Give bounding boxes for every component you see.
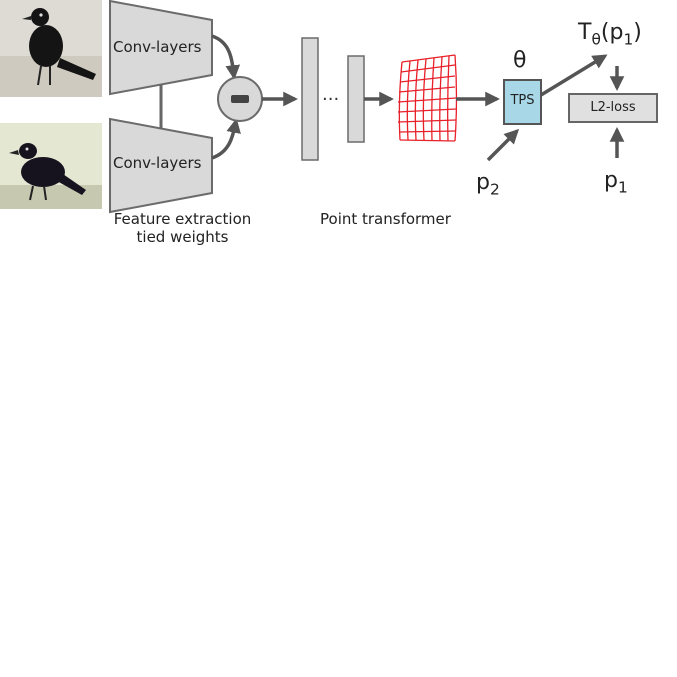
fc-layer-1 — [301, 37, 319, 161]
feature-extraction-caption-line1: Feature extraction — [113, 210, 252, 228]
ellipsis-label: ... — [322, 84, 340, 105]
p2-sub: 2 — [489, 180, 500, 199]
feature-extraction-caption: Feature extraction tied weights — [105, 210, 260, 246]
conv-layers-bottom-label: Conv-layers — [113, 154, 202, 172]
p1-sub: 1 — [617, 178, 628, 197]
p1-p: p — [604, 168, 618, 193]
bird-photo-icon — [0, 0, 102, 97]
fc-layer-2 — [347, 55, 365, 143]
bird-photo-icon — [0, 123, 102, 209]
tps-box — [503, 79, 542, 125]
output-close: ) — [633, 20, 642, 45]
theta-label: θ — [513, 48, 527, 73]
output-open: (p — [600, 20, 624, 45]
conv-layers-top-block — [109, 0, 213, 96]
conv-layers-bottom-block — [109, 117, 213, 214]
minus-icon — [231, 95, 249, 103]
p1-label: p1 — [604, 168, 628, 197]
output-T: T — [578, 20, 592, 45]
subtract-node — [217, 76, 263, 122]
output-transform-label: Tθ(p1) — [578, 20, 642, 49]
output-theta-sub: θ — [591, 30, 601, 49]
tps-label: TPS — [510, 93, 535, 108]
arrow-tps-to-output — [540, 54, 608, 97]
arrow-conv-top-to-subtract — [211, 34, 241, 80]
p2-p: p — [476, 170, 490, 195]
l2-loss-label: L2-loss — [590, 100, 636, 115]
conv-layers-top-label: Conv-layers — [113, 38, 202, 56]
arrow-p2-to-tps — [486, 128, 520, 162]
feature-extraction-caption-line2: tied weights — [136, 228, 229, 246]
l2-loss-box — [568, 93, 658, 123]
point-transformer-caption: Point transformer — [320, 210, 451, 228]
warped-grid-icon — [397, 54, 458, 142]
p2-label: p2 — [476, 170, 500, 199]
arrow-conv-bottom-to-subtract — [211, 118, 241, 160]
output-p-sub: 1 — [623, 30, 634, 49]
